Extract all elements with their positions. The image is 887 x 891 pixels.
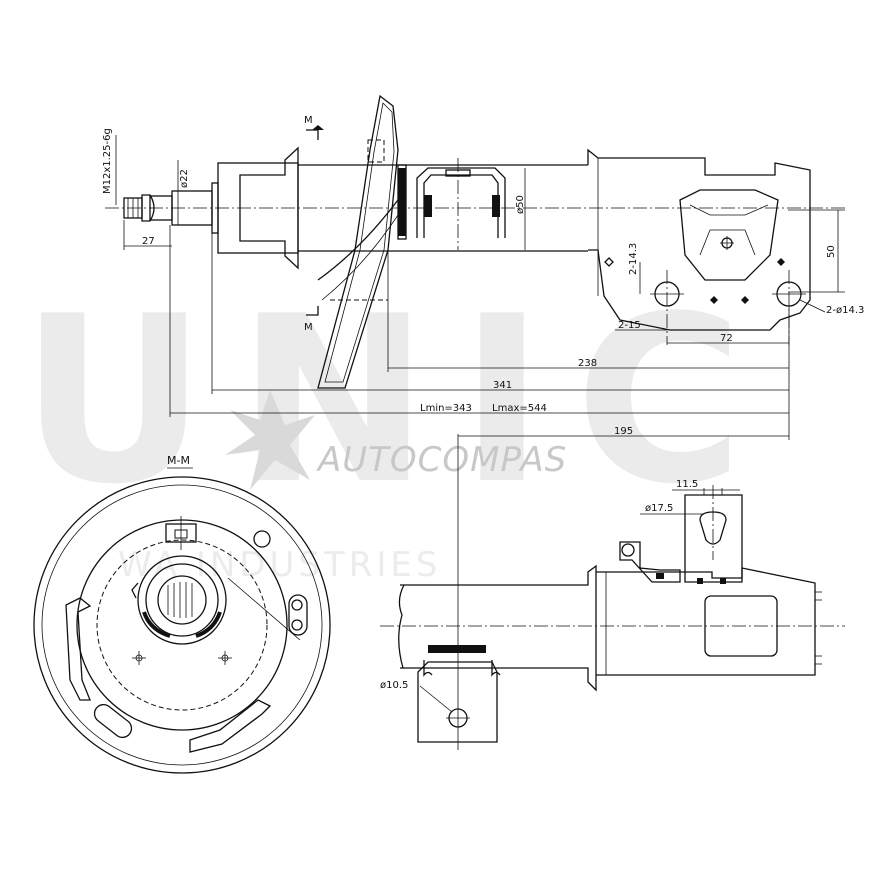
section-crosshairs [132, 651, 232, 665]
dim-17-5: ø17.5 [645, 503, 673, 514]
dim-27: 27 [142, 236, 155, 247]
watermark-tagline: WA INDUSTRIES [118, 545, 441, 585]
watermark: UNIC AUTOCOMPAS WA INDUSTRIES [20, 268, 774, 585]
watermark-brand: AUTOCOMPAS [316, 440, 567, 480]
section-title: M-M [167, 454, 190, 467]
section-mark-top: M [304, 115, 313, 126]
dim-2-14-3-vertical: 2-14.3 [628, 243, 639, 275]
side-view: 11.5 ø17.5 ø10.5 [380, 479, 845, 743]
dim-50: 50 [826, 245, 837, 258]
watermark-letters: UNIC [20, 268, 774, 535]
thread-label: M12x1.25-6g [102, 128, 113, 194]
dim-72: 72 [720, 333, 733, 344]
dim-238: 238 [578, 358, 597, 369]
dim-11-5: 11.5 [676, 479, 698, 490]
section-mark-bottom: M [304, 322, 313, 333]
watermark-logo-icon [225, 390, 315, 490]
dim-195: 195 [614, 426, 633, 437]
dim-341: 341 [493, 380, 512, 391]
section-view: M-M [33, 454, 331, 774]
rod-diameter: ø22 [179, 169, 190, 188]
dim-lmin: Lmin=343 [420, 403, 472, 414]
bolt-marks [604, 257, 785, 304]
dim-10-5: ø10.5 [380, 680, 408, 691]
tube-diameter: ø50 [515, 195, 526, 214]
dim-lmax: Lmax=544 [492, 403, 547, 414]
top-view: M M M12x1.25-6g ø22 ø50 27 50 2-14.3 2-1… [102, 94, 864, 750]
dim-2-d14-3: 2-ø14.3 [826, 305, 864, 316]
dim-2-15: 2-15 [618, 320, 641, 331]
